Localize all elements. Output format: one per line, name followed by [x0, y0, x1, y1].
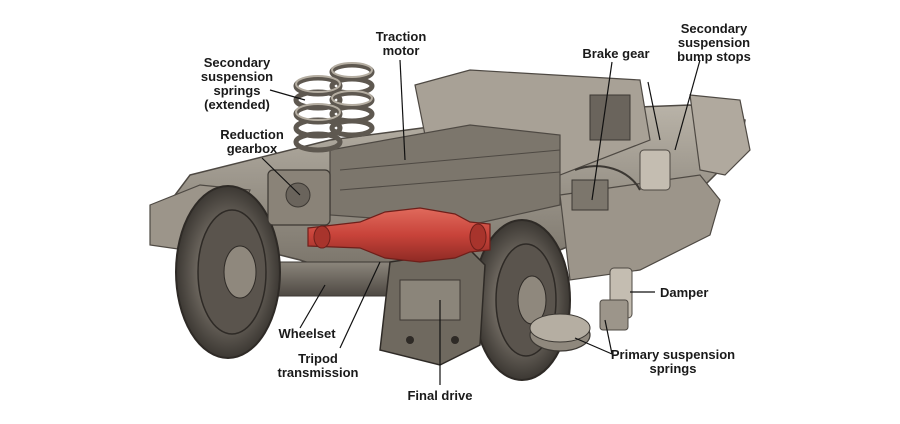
secondary-suspension-springs-graphic	[293, 62, 375, 153]
label-secondary-suspension-springs: Secondary suspension springs (extended)	[200, 55, 274, 112]
brake-gear-graphic	[571, 165, 641, 211]
primary-suspension-graphic	[529, 267, 633, 352]
label-damper: Damper	[660, 285, 709, 300]
leader-lines	[261, 59, 701, 385]
reduction-gearbox-graphic	[267, 169, 331, 226]
label-final-drive: Final drive	[407, 388, 473, 403]
final-drive-graphic	[379, 249, 486, 366]
label-primary-suspension-springs: Primary suspension springs	[610, 347, 736, 376]
tripod-transmission-graphic	[307, 207, 491, 263]
label-wheelset: Wheelset	[278, 326, 336, 341]
label-tripod-transmission: Tripod transmission	[277, 351, 359, 380]
label-traction-motor: Traction motor	[375, 29, 427, 58]
label-reduction-gearbox: Reduction gearbox	[220, 127, 284, 156]
label-secondary-suspension-bump-stops: Secondary suspension bump stops	[677, 21, 751, 64]
label-brake-gear: Brake gear	[582, 46, 650, 61]
